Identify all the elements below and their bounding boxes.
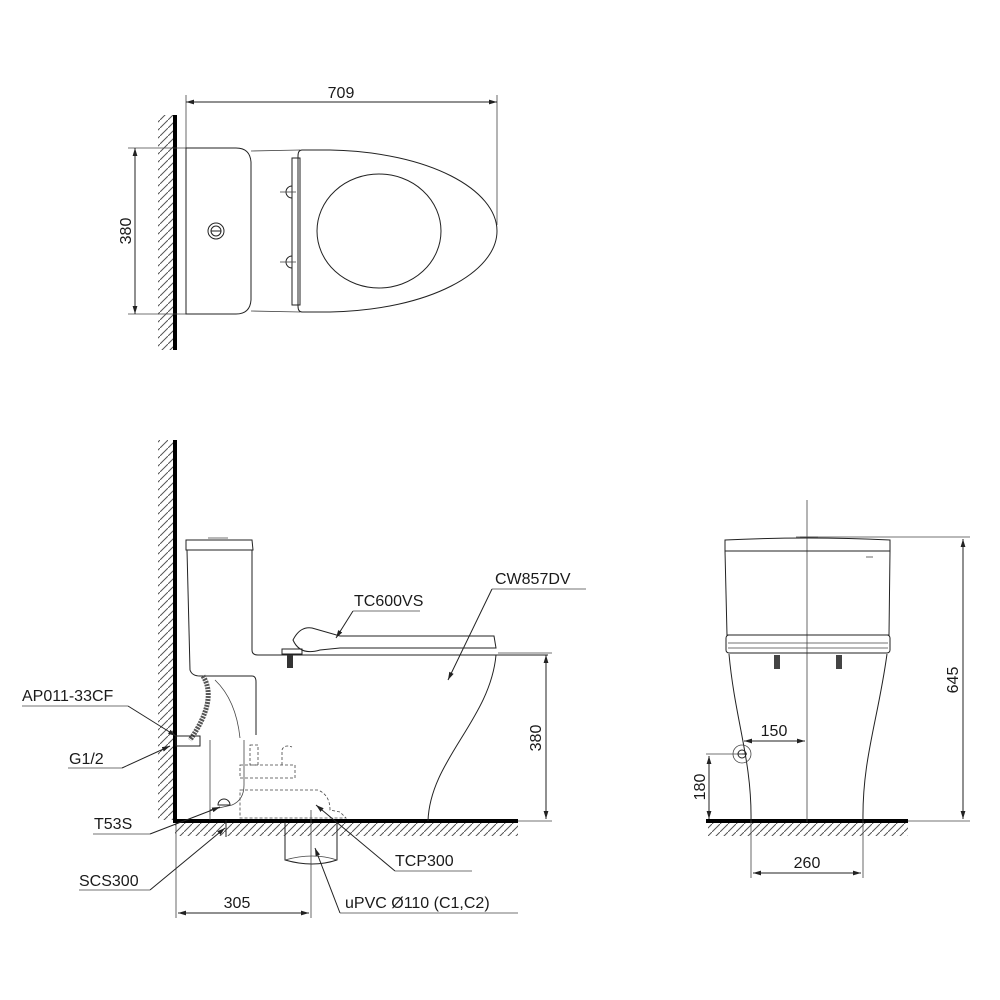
tank-top (185, 147, 252, 315)
callout-bolt: T53S (94, 816, 132, 833)
inlet-offset-label: 150 (761, 723, 788, 740)
seat-outline (297, 149, 498, 313)
side-wall-hatch (158, 440, 174, 820)
wall-hatch (158, 115, 174, 350)
front-bowl-right (862, 653, 888, 822)
seat-height-label: 380 (528, 725, 545, 752)
angle-valve (175, 735, 201, 747)
height-label: 645 (945, 667, 962, 694)
callout-supply-hose: AP011-33CF (22, 688, 114, 705)
callout-adapter: TCP300 (395, 853, 454, 870)
inlet-height-label: 180 (692, 774, 709, 801)
callout-inlet: G1/2 (69, 751, 104, 768)
side-view: 380 305 CW857DV TC600VS AP011-33CF G1/2 … (22, 440, 586, 918)
depth-dimension-label: 380 (118, 218, 135, 245)
front-bowl-left (728, 653, 752, 822)
front-floor-hatch (708, 822, 908, 836)
top-view: 709 380 (118, 85, 498, 350)
base-width-label: 260 (794, 855, 821, 872)
width-dimension-label: 709 (328, 85, 355, 102)
seat-side (292, 627, 497, 653)
callout-seat: TC600VS (354, 593, 423, 610)
callout-floor-flange: SCS300 (79, 873, 139, 890)
bowl-front-curve (427, 654, 497, 822)
floor-hatch (175, 822, 518, 836)
rough-in-label: 305 (224, 895, 251, 912)
seat-bolt (287, 655, 293, 668)
callout-drain: uPVC Ø110 (C1,C2) (345, 895, 490, 912)
front-seat (725, 634, 891, 654)
flush-button-icon (207, 222, 225, 240)
front-view: 645 150 180 260 (692, 500, 970, 878)
seat-opening (316, 173, 442, 289)
callout-bowl: CW857DV (495, 571, 571, 588)
